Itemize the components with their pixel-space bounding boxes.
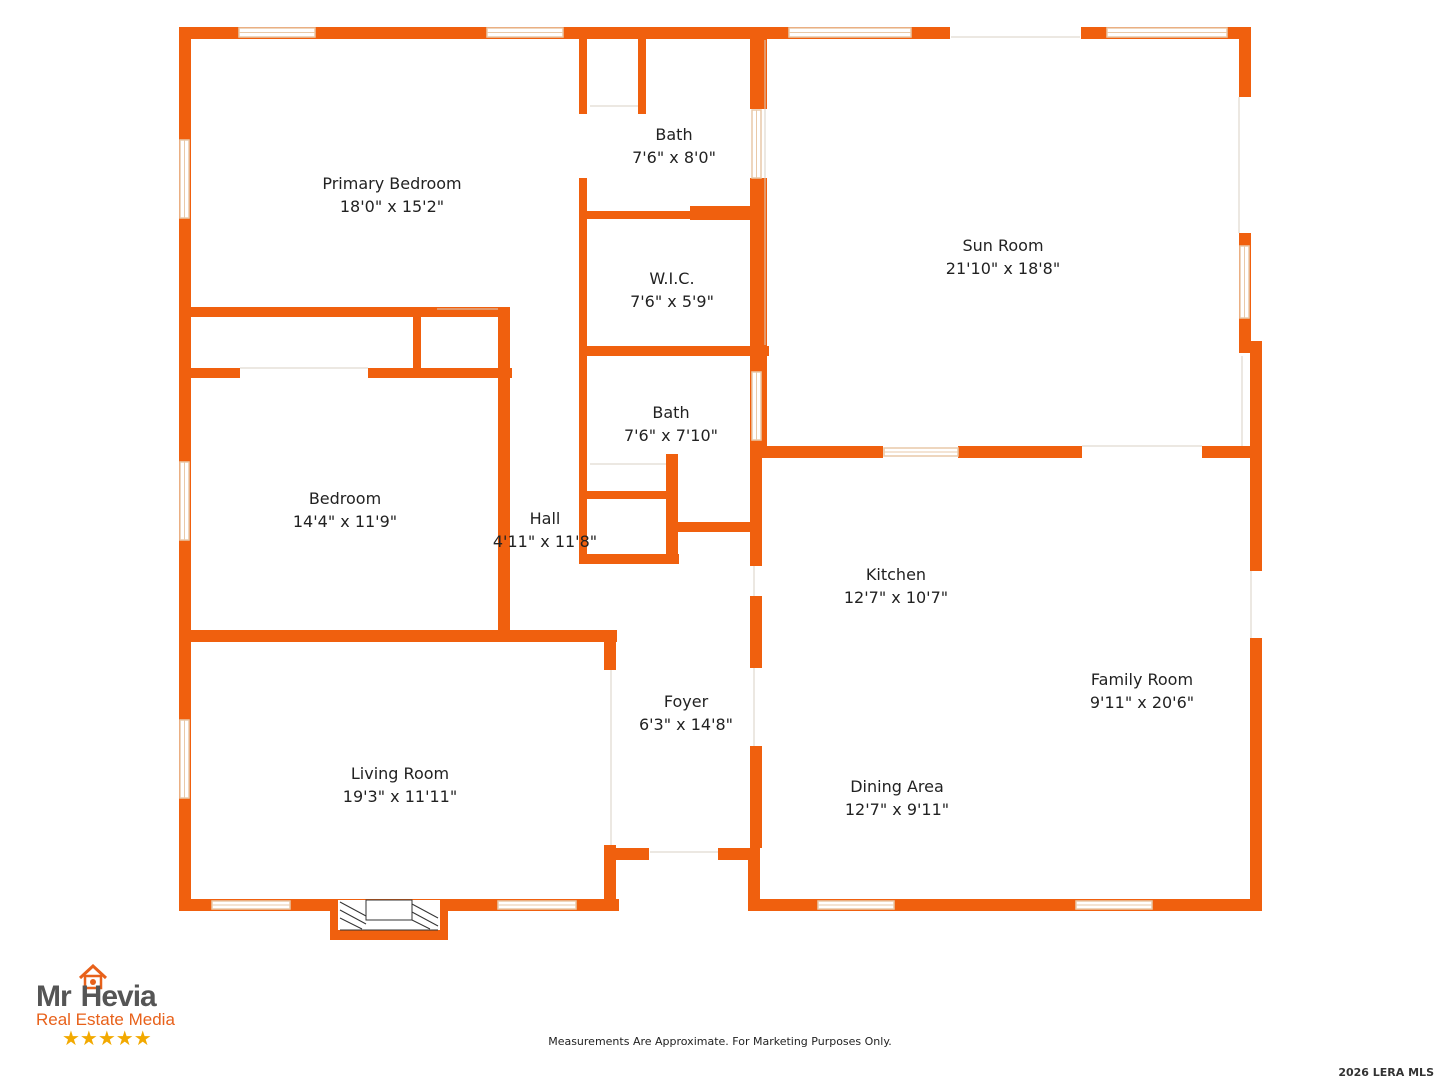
- room-dims-kitchen: 12'7" x 10'7": [844, 588, 948, 607]
- room-dims-wic: 7'6" x 5'9": [630, 292, 714, 311]
- wall-segment: [616, 848, 649, 860]
- room-name-wic: W.I.C.: [649, 269, 694, 288]
- wall-segment: [690, 206, 762, 220]
- disclaimer: Measurements Are Approximate. For Market…: [548, 1035, 892, 1048]
- wall-segment: [750, 446, 762, 566]
- wall-segment: [666, 454, 678, 562]
- room-dims-bath-2: 7'6" x 7'10": [624, 426, 718, 445]
- room-labels: Primary Bedroom 18'0" x 15'2" Bath 7'6" …: [293, 125, 1194, 819]
- room-name-bath-1: Bath: [655, 125, 692, 144]
- room-dims-primary-bedroom: 18'0" x 15'2": [340, 197, 444, 216]
- walls: [179, 27, 1262, 911]
- wall-segment: [604, 845, 616, 907]
- wall-segment: [1250, 638, 1262, 911]
- wall-segment: [1202, 446, 1262, 458]
- room-name-family-room: Family Room: [1091, 670, 1193, 689]
- room-dims-hall: 4'11" x 11'8": [493, 532, 597, 551]
- room-name-living-room: Living Room: [351, 764, 449, 783]
- room-name-hall: Hall: [530, 509, 561, 528]
- wall-segment: [368, 368, 512, 378]
- wall-segment: [586, 346, 769, 356]
- wall-segment: [750, 746, 762, 848]
- wall-segment: [579, 178, 587, 368]
- wall-segment: [750, 34, 767, 109]
- wall-segment: [1239, 27, 1251, 97]
- room-name-primary-bedroom: Primary Bedroom: [322, 174, 461, 193]
- doors: [240, 36, 1252, 853]
- rating-stars: ★★★★★: [62, 1026, 152, 1050]
- room-name-bath-2: Bath: [652, 403, 689, 422]
- wall-segment: [579, 554, 679, 564]
- wall-segment: [579, 34, 587, 114]
- logo-brand-right: Hevia: [80, 980, 157, 1013]
- wall-segment: [750, 596, 762, 668]
- room-name-dining-area: Dining Area: [850, 777, 944, 796]
- room-name-foyer: Foyer: [664, 692, 709, 711]
- wall-segment: [672, 522, 762, 532]
- house-camera-icon: [78, 964, 108, 990]
- fireplace: [330, 899, 448, 940]
- wall-segment: [604, 630, 616, 670]
- wall-segment: [586, 491, 676, 499]
- wall-segment: [748, 848, 760, 910]
- room-dims-bath-1: 7'6" x 8'0": [632, 148, 716, 167]
- wall-segment: [185, 368, 240, 378]
- room-name-sun-room: Sun Room: [962, 236, 1043, 255]
- room-name-kitchen: Kitchen: [866, 565, 926, 584]
- wall-segment: [579, 368, 587, 458]
- wall-segment: [958, 446, 1082, 458]
- room-dims-family-room: 9'11" x 20'6": [1090, 693, 1194, 712]
- wall-segment: [757, 446, 883, 458]
- room-dims-foyer: 6'3" x 14'8": [639, 715, 733, 734]
- wall-segment: [185, 307, 503, 317]
- logo-subtitle: Real Estate Media: [36, 1010, 175, 1029]
- windows: [179, 27, 1250, 910]
- room-dims-dining-area: 12'7" x 9'11": [845, 800, 949, 819]
- room-dims-bedroom: 14'4" x 11'9": [293, 512, 397, 531]
- wall-segment: [498, 307, 510, 633]
- logo-brand-left: Mr: [36, 980, 72, 1013]
- room-dims-living-room: 19'3" x 11'11": [343, 787, 457, 806]
- wall-segment: [413, 313, 421, 375]
- room-dims-sun-room: 21'10" x 18'8": [946, 259, 1060, 278]
- room-name-bedroom: Bedroom: [309, 489, 381, 508]
- wall-segment: [638, 34, 646, 114]
- copyright-notice: 2026 LERA MLS: [1338, 1066, 1434, 1079]
- wall-segment: [185, 630, 617, 642]
- wall-segment: [586, 211, 696, 219]
- wall-segment: [579, 454, 587, 562]
